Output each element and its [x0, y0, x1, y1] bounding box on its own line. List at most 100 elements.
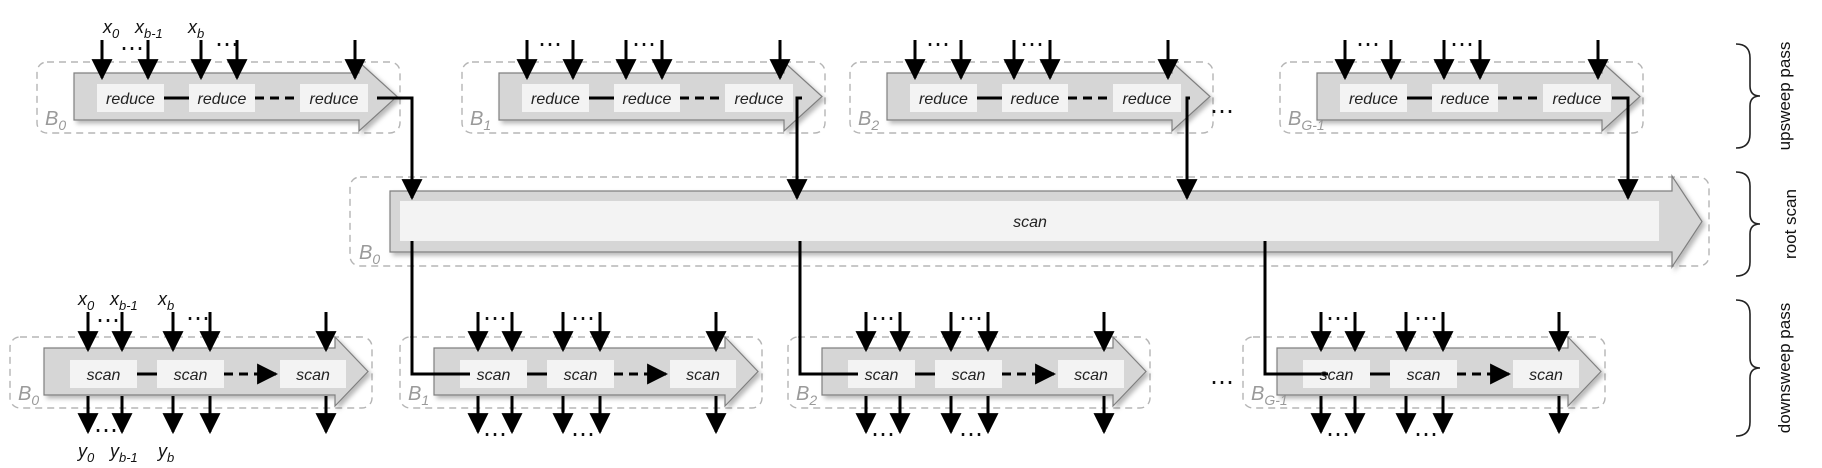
downsweep-output-label-0-base: y — [76, 441, 88, 461]
downsweep-scan-node-1-1-label: scan — [564, 367, 598, 384]
downsweep-input-label-1: xb-1 — [109, 289, 138, 313]
upsweep-input-label-0: x0 — [102, 17, 120, 41]
upsweep-input-ellipsis-3a: … — [1356, 24, 1380, 52]
root-block-label-sub: 0 — [372, 251, 380, 267]
upsweep-reduce-node-1-2-label: reduce — [735, 91, 784, 108]
upsweep-reduce-node-2-1-label: reduce — [1011, 91, 1060, 108]
upsweep-reduce-node-0-0-label: reduce — [106, 91, 155, 108]
section-label-upsweep: upsweep pass — [1775, 42, 1794, 151]
downsweep-input-ellipsis-0a: … — [96, 300, 120, 328]
downsweep-output-ellipsis-3b: … — [1414, 414, 1438, 442]
downsweep-block-label-3-sub: G-1 — [1264, 392, 1287, 408]
downsweep-input-ellipsis-3b: … — [1414, 298, 1438, 326]
upsweep-reduce-node-0-2 — [300, 84, 368, 112]
root-scan-node-label: scan — [1013, 214, 1047, 231]
downsweep-scan-node-0-2 — [280, 360, 346, 388]
downsweep-input-label-1-sub: b-1 — [119, 298, 138, 313]
section-label-downsweep: downsweep pass — [1775, 303, 1794, 433]
upsweep-input-label-0-sub: 0 — [112, 26, 120, 41]
upsweep-reduce-node-0-1-label: reduce — [198, 91, 247, 108]
upsweep-reduce-node-2-2 — [1113, 84, 1181, 112]
downsweep-scan-node-0-1-label: scan — [174, 367, 208, 384]
downsweep-scan-node-0-0 — [70, 360, 137, 388]
downsweep-block-label-1-base: B — [408, 383, 421, 405]
downsweep-input-ellipsis-2a: … — [871, 298, 895, 326]
upsweep-block-label-2-sub: 2 — [870, 117, 879, 133]
upsweep-input-label-2: xb — [187, 17, 204, 41]
upsweep-reduce-node-2-0 — [910, 84, 977, 112]
downsweep-output-ellipsis-0a: … — [94, 410, 118, 438]
upsweep-to-root-link-2 — [1176, 96, 1198, 201]
root-to-downsweep-link-3 — [1263, 241, 1328, 376]
downsweep-block-label-3: BG-1 — [1251, 383, 1288, 408]
upsweep-block-label-2-base: B — [858, 108, 871, 130]
downsweep-scan-node-2-0 — [848, 360, 915, 388]
downsweep-block-0 — [9, 336, 373, 409]
upsweep-input-ellipsis-1b: … — [632, 24, 656, 52]
upsweep-block-label-3-base: B — [1288, 108, 1301, 130]
upsweep-reduce-node-1-2 — [725, 84, 793, 112]
downsweep-scan-node-2-1 — [935, 360, 1002, 388]
upsweep-reduce-node-2-1 — [1002, 84, 1068, 112]
upsweep-reduce-node-3-1-label: reduce — [1441, 91, 1490, 108]
downsweep-output-label-1: yb-1 — [108, 441, 138, 465]
downsweep-scan-node-1-0 — [460, 360, 527, 388]
downsweep-block-2 — [787, 336, 1151, 409]
upsweep-reduce-node-2-2-label: reduce — [1123, 91, 1172, 108]
upsweep-reduce-node-2-0-label: reduce — [919, 91, 968, 108]
downsweep-input-ellipsis-1a: … — [483, 298, 507, 326]
downsweep-between-ellipsis: … — [1210, 362, 1234, 390]
connections-layer — [77, 40, 1761, 437]
upsweep-input-ellipsis-0b: … — [215, 24, 239, 52]
downsweep-output-label-0-sub: 0 — [87, 450, 95, 465]
upsweep-input-ellipsis-3b: … — [1450, 24, 1474, 52]
upsweep-block-label-0: B0 — [45, 108, 66, 133]
upsweep-reduce-node-3-0 — [1340, 84, 1407, 112]
upsweep-input-ellipsis-0a: … — [120, 28, 144, 56]
downsweep-input-ellipsis-3a: … — [1326, 298, 1350, 326]
downsweep-block-label-2-sub: 2 — [808, 392, 817, 408]
downsweep-output-label-2: yb — [156, 441, 174, 465]
section-label-root-scan: root scan — [1781, 189, 1800, 259]
downsweep-block-label-3-base: B — [1251, 383, 1264, 405]
root-to-downsweep-link-2 — [798, 241, 858, 376]
upsweep-block-label-0-sub: 0 — [58, 117, 66, 133]
downsweep-scan-node-0-0-label: scan — [87, 367, 121, 384]
root-scan-brace — [1735, 171, 1761, 277]
downsweep-input-label-2-sub: b — [167, 298, 174, 313]
downsweep-input-ellipsis-0b: … — [186, 298, 210, 326]
section-label-upsweep-text: upsweep pass — [1775, 42, 1794, 151]
downsweep-output-label-2-sub: b — [167, 450, 174, 465]
downsweep-output-ellipsis-2a: … — [871, 414, 895, 442]
downsweep-output-ellipsis-3a: … — [1326, 414, 1350, 442]
root-scan-node — [400, 201, 1659, 241]
upsweep-block-1 — [461, 61, 826, 134]
downsweep-scan-node-3-0-label: scan — [1320, 367, 1354, 384]
root-block-label-base: B — [359, 242, 372, 264]
downsweep-output-label-1-sub: b-1 — [119, 450, 138, 465]
downsweep-input-label-0-base: x — [77, 289, 88, 309]
downsweep-scan-node-1-0-label: scan — [477, 367, 511, 384]
downsweep-output-ellipsis-1b: … — [571, 414, 595, 442]
downsweep-block-1 — [399, 336, 763, 409]
downsweep-input-label-2: xb — [157, 289, 174, 313]
downsweep-input-ellipsis-1b: … — [571, 298, 595, 326]
downsweep-output-label-0: y0 — [76, 441, 95, 465]
downsweep-input-label-1-base: x — [109, 289, 120, 309]
upsweep-between-ellipsis: … — [1210, 91, 1234, 119]
upsweep-input-ellipsis-1a: … — [538, 24, 562, 52]
upsweep-input-label-2-sub: b — [197, 26, 204, 41]
upsweep-block-2 — [849, 61, 1214, 134]
upsweep-input-label-2-base: x — [187, 17, 198, 37]
downsweep-block-label-0-base: B — [18, 383, 31, 405]
upsweep-to-root-link-3 — [1612, 96, 1639, 201]
downsweep-scan-node-0-2-label: scan — [296, 367, 330, 384]
downsweep-scan-node-2-1-label: scan — [952, 367, 986, 384]
upsweep-input-label-1-base: x — [134, 17, 145, 37]
upsweep-reduce-node-3-1 — [1432, 84, 1498, 112]
downsweep-input-label-0-sub: 0 — [87, 298, 95, 313]
upsweep-reduce-node-0-2-label: reduce — [310, 91, 359, 108]
downsweep-scan-node-1-1 — [547, 360, 614, 388]
upsweep-block-label-1-sub: 1 — [483, 117, 491, 133]
